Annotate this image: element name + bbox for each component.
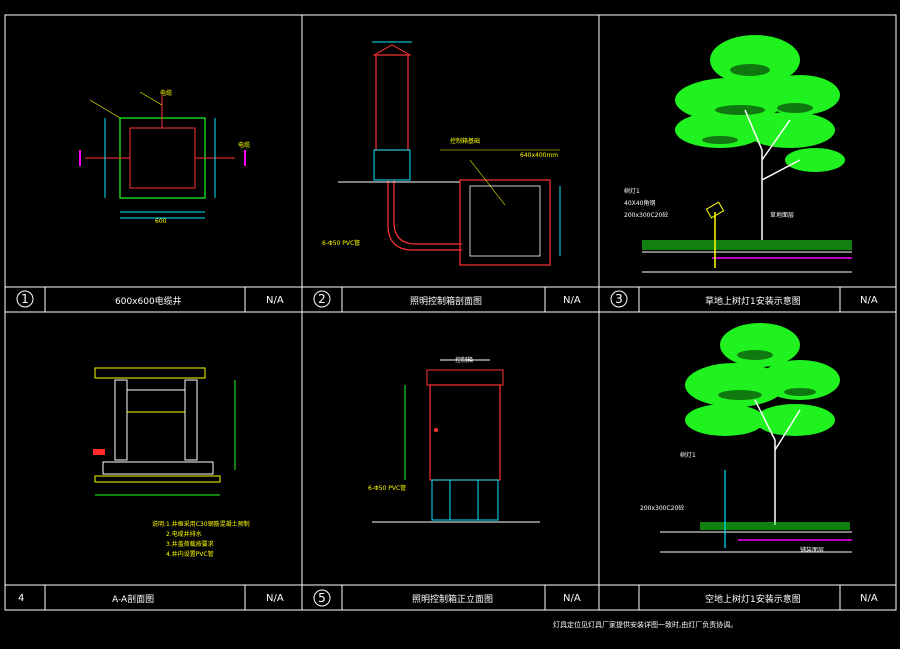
panel3-number: 3 (615, 292, 623, 306)
panel2-title: 照明控制箱剖面图 (410, 297, 483, 307)
panel4-scale: N/A (266, 593, 284, 604)
panel3-label-lamp: 树灯1 (624, 188, 640, 195)
panel-frames (4, 14, 897, 611)
panel2-drawing (338, 41, 561, 266)
panel1-title: 600x600电缆井 (115, 297, 182, 307)
panel2-pipe-label: 6-Φ50 PVC管 (322, 240, 361, 247)
panel3-label-base: 200x300C20砼 (624, 212, 669, 219)
panel5-pipe-label: 6-Φ50 PVC管 (368, 485, 407, 492)
panel2-box-label: 640x400mm (520, 152, 559, 159)
panel1-number: 1 (21, 292, 29, 306)
panel-number-circles (16, 290, 628, 607)
panel1-label-top: 电缆 (160, 90, 173, 97)
panel5-title: 照明控制箱正立面图 (412, 595, 494, 605)
footer-note: 灯具定位见灯具厂家提供安装详图一致时,由灯厂负责协调。 (553, 621, 738, 629)
panel1-label-right: 电缆 (238, 142, 251, 149)
panel2-scale: N/A (563, 295, 581, 306)
panel6-drawing (660, 323, 852, 553)
panel2-label-a: 控制箱基础 (450, 138, 481, 145)
panel1-drawing (79, 91, 246, 219)
panel6-label-base: 200x300C20砼 (640, 505, 685, 512)
panel6-title: 空地上树灯1安装示意图 (705, 595, 801, 605)
panel3-label-soil: 草地面层 (770, 212, 795, 219)
panel6-scale: N/A (860, 593, 878, 604)
panel3-drawing (642, 35, 852, 273)
panel4-note-2: 2.电缆井排水 (166, 531, 202, 538)
panel4-note-3: 3.井盖荷载按要求 (166, 541, 214, 548)
panel3-title: 草地上树灯1安装示意图 (705, 297, 801, 307)
panel1-dim-bottom: 600 (155, 218, 167, 225)
panel6-label-lamp: 树灯1 (680, 452, 696, 459)
panel4-note-1: 说明:1.井框采用C30钢筋混凝土预制 (152, 521, 250, 528)
panel5-number: 5 (318, 591, 326, 605)
panel4-drawing (93, 367, 236, 496)
panel3-label-box: 40X40角钢 (624, 200, 656, 207)
panel5-top-label: 控制箱 (455, 357, 474, 364)
panel4-number: 4 (18, 593, 25, 604)
panel4-title: A-A剖面图 (112, 595, 155, 605)
panel2-number: 2 (318, 292, 326, 306)
panel1-scale: N/A (266, 295, 284, 306)
panel4-note-4: 4.井内设置PVC管 (166, 551, 214, 558)
panel5-drawing (372, 359, 540, 523)
panel6-label-soil: 铺装面层 (800, 547, 825, 554)
panel5-scale: N/A (563, 593, 581, 604)
panel3-scale: N/A (860, 295, 878, 306)
